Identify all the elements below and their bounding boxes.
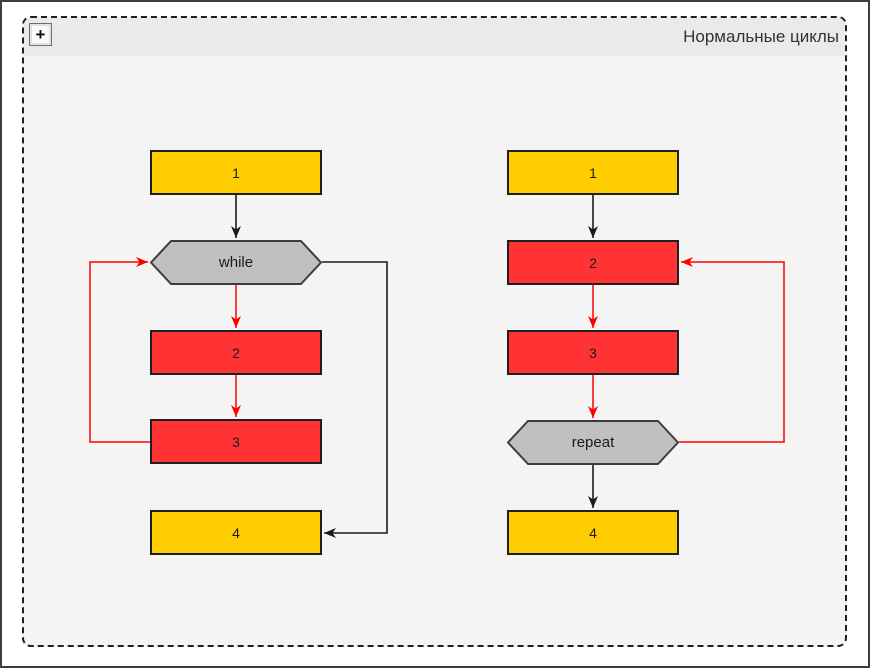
node-label: repeat xyxy=(571,434,615,451)
node-right-1[interactable]: 1 xyxy=(507,150,679,195)
hexagon-shape xyxy=(507,420,679,465)
expand-button[interactable]: + xyxy=(29,23,52,46)
node-label: 4 xyxy=(589,524,597,541)
node-left-2[interactable]: 2 xyxy=(150,330,322,375)
hexagon-shape xyxy=(150,240,322,285)
node-left-while[interactable]: while xyxy=(150,240,322,285)
node-left-4[interactable]: 4 xyxy=(150,510,322,555)
node-label: 1 xyxy=(232,164,240,181)
node-label: 2 xyxy=(232,344,240,361)
node-label: 3 xyxy=(589,344,597,361)
node-right-4[interactable]: 4 xyxy=(507,510,679,555)
node-right-repeat[interactable]: repeat xyxy=(507,420,679,465)
node-label: while xyxy=(218,254,254,271)
node-label: 2 xyxy=(589,254,597,271)
titlebar: + Нормальные циклы xyxy=(24,18,845,56)
node-label: 3 xyxy=(232,433,240,450)
node-right-2[interactable]: 2 xyxy=(507,240,679,285)
node-left-1[interactable]: 1 xyxy=(150,150,322,195)
group-frame: + Нормальные циклы xyxy=(22,16,847,647)
node-right-3[interactable]: 3 xyxy=(507,330,679,375)
node-left-3[interactable]: 3 xyxy=(150,419,322,464)
frame-title: Нормальные циклы xyxy=(683,27,839,46)
node-label: 1 xyxy=(589,164,597,181)
node-label: 4 xyxy=(232,524,240,541)
